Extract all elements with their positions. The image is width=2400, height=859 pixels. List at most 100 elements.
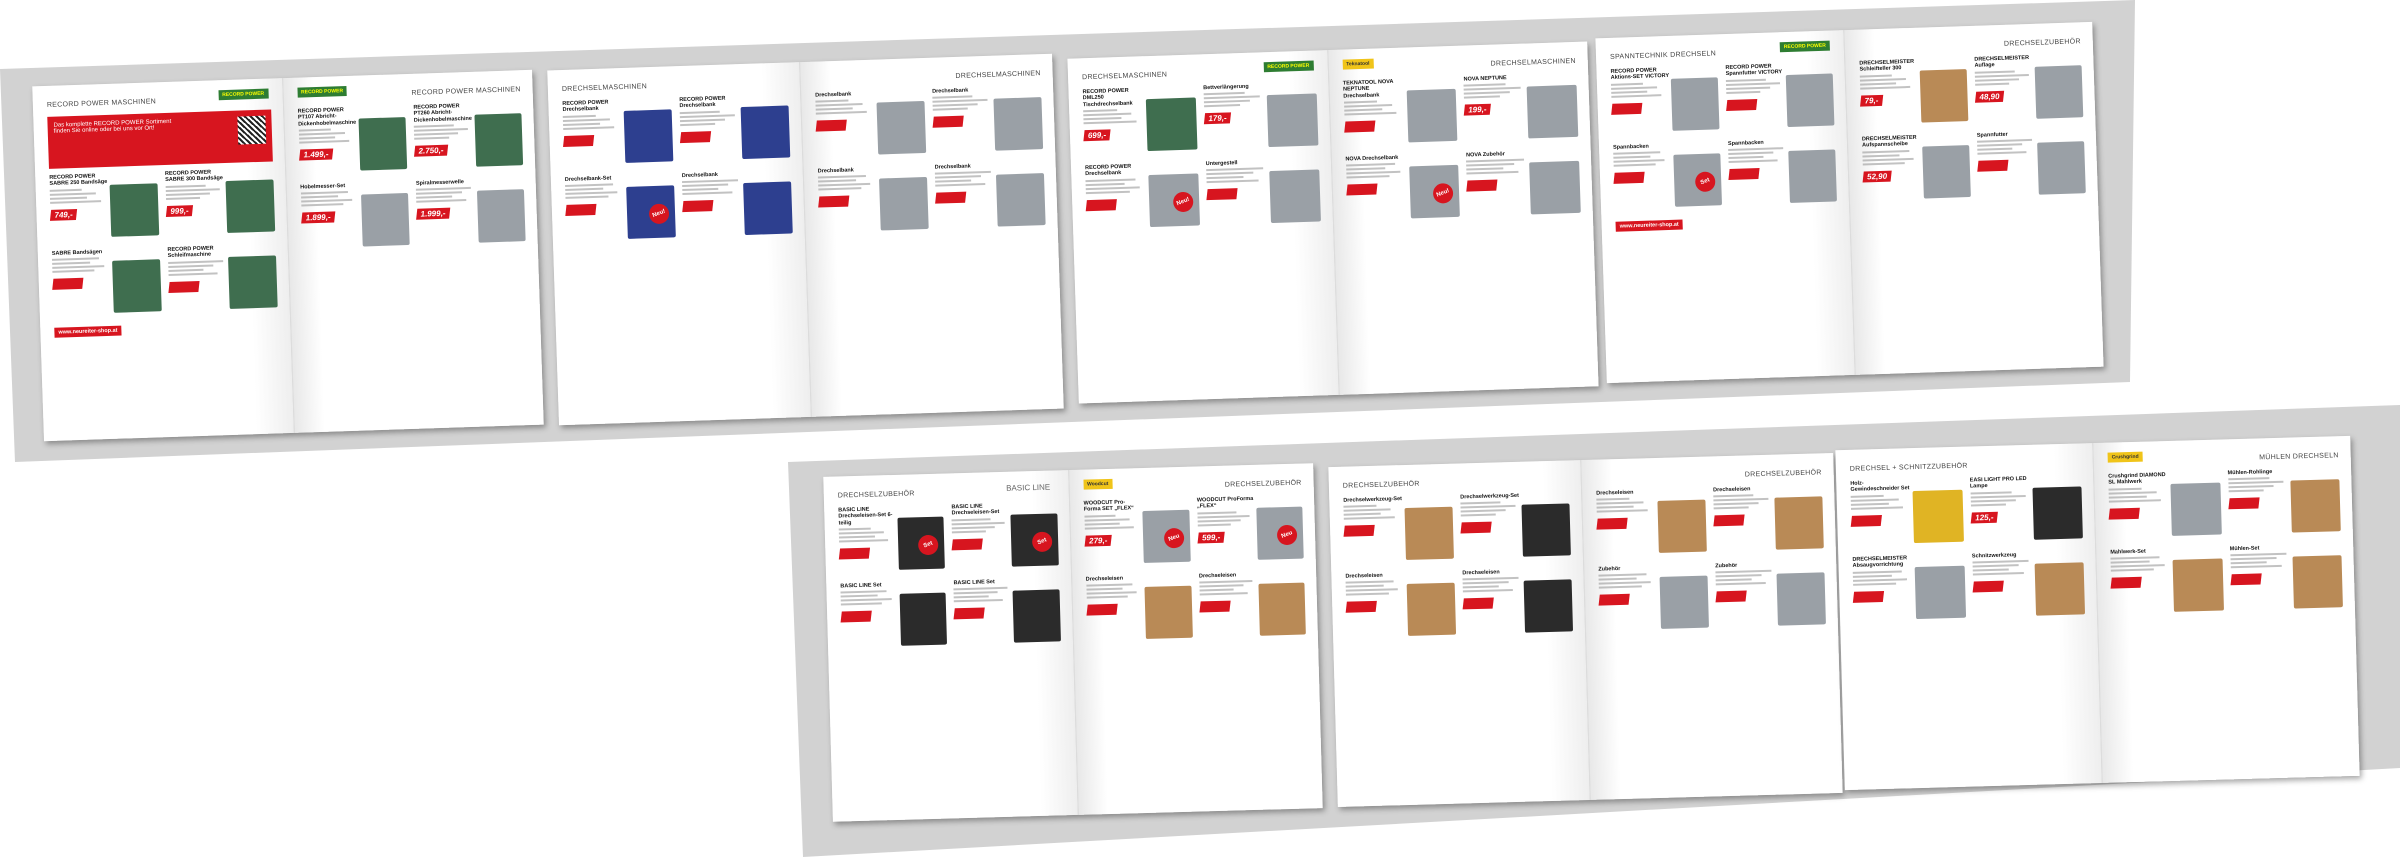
product-card[interactable]: Spannfutter — [1977, 129, 2086, 203]
product-card[interactable]: RECORD POWER Spannfutter VICTORY — [1725, 61, 1835, 135]
shop-url[interactable]: www.neureiter-shop.at — [1615, 219, 1683, 232]
product-card[interactable]: RECORD POWER Schleifmaschine — [167, 243, 278, 317]
product-image — [2034, 65, 2084, 119]
product-card[interactable]: Drechseleisen — [1199, 571, 1306, 644]
text-line — [1085, 186, 1140, 190]
product-card[interactable]: Drechselbank — [682, 169, 793, 243]
product-card[interactable]: Drechselwerkzeug-Set — [1460, 491, 1571, 564]
product-card[interactable]: WOODCUT ProForma „FLEX“599,-Neu — [1197, 495, 1304, 568]
product-name: Drechseleisen — [1462, 569, 1500, 577]
product-card[interactable]: Untergestell — [1206, 157, 1321, 231]
text-line — [1972, 564, 2019, 568]
text-line — [2110, 556, 2160, 560]
product-card[interactable]: RECORD POWER Drechselbank — [679, 93, 791, 167]
text-line — [1199, 580, 1253, 584]
product-image — [2172, 558, 2224, 612]
text-line — [1974, 70, 2015, 74]
promo-text: Das komplette RECORD POWER Sortiment fin… — [53, 118, 172, 135]
product-card[interactable]: BASIC LINE Set — [953, 577, 1061, 650]
product-card[interactable]: Drechselbank — [932, 85, 1044, 159]
product-card[interactable]: Drechselbank — [818, 165, 929, 239]
text-line — [51, 257, 100, 262]
product-card[interactable]: Mahlwerk-Set — [2110, 547, 2224, 620]
product-card[interactable]: Drechselbank — [815, 89, 927, 163]
text-line — [932, 103, 978, 108]
product-card[interactable]: RECORD POWER Drechselbank — [562, 97, 674, 171]
product-card[interactable]: Drechseleisen — [1345, 571, 1457, 644]
product-card[interactable]: Crushgrind DIAMOND SL Mahlwerk — [2108, 471, 2222, 544]
product-card[interactable]: Zubehör — [1715, 560, 1826, 633]
product-card[interactable]: Drechseleisen — [1462, 567, 1574, 640]
product-name: BASIC LINE Drechseleisen-Set 6-teilig — [838, 506, 893, 527]
product-card[interactable]: Holz-Gewindeschneider Set — [1850, 478, 1964, 551]
product-card[interactable]: BASIC LINE Set — [840, 581, 948, 654]
product-card[interactable]: RECORD POWER Aktions-SET VICTORY — [1610, 65, 1720, 139]
product-card[interactable]: DRECHSELMEISTER Absaugvorrichtung — [1852, 554, 1966, 627]
product-card[interactable]: Drechselwerkzeug-Set — [1343, 495, 1454, 568]
product-card[interactable]: WOODCUT Pro-Forma SET „FLEX“279,-Neu — [1084, 498, 1191, 571]
product-card[interactable]: RECORD POWER PT260 Abricht-Dickenhobelma… — [413, 101, 524, 175]
product-card[interactable]: Spannbacken — [1728, 137, 1837, 211]
product-card[interactable]: SABRE Bandsägen — [52, 247, 162, 321]
promo-banner[interactable]: Das komplette RECORD POWER Sortiment fin… — [47, 109, 273, 169]
product-name: Drechseleisen — [1198, 572, 1237, 580]
product-card[interactable]: Mühlen-Rohlinge — [2228, 467, 2341, 540]
text-line — [563, 122, 601, 126]
text-line — [1197, 523, 1232, 527]
product-card[interactable]: Drechseleisen — [1596, 488, 1707, 561]
product-card[interactable]: Drechseleisen — [1713, 484, 1824, 557]
product-name: Drechselbank — [815, 91, 852, 99]
text-line — [52, 261, 90, 266]
product-card[interactable]: NOVA Zubehör — [1466, 149, 1581, 223]
product-card[interactable]: Mühlen-Set — [2230, 543, 2343, 616]
product-card[interactable]: Zubehör — [1598, 564, 1709, 637]
shop-url[interactable]: www.neureiter-shop.at — [54, 325, 122, 338]
product-card[interactable]: Drechseleisen — [1086, 574, 1193, 647]
product-card[interactable]: Schnitzwerkzeug — [1972, 550, 2086, 623]
product-card[interactable]: RECORD POWER PT107 Abricht-Dickenhobelma… — [298, 105, 408, 179]
text-line — [1345, 175, 1391, 179]
qr-code[interactable] — [236, 115, 266, 145]
product-card[interactable]: Drechselbank — [935, 161, 1046, 235]
product-card[interactable]: TEKNATOOL NOVA NEPTUNE Drechselbank — [1343, 77, 1458, 151]
